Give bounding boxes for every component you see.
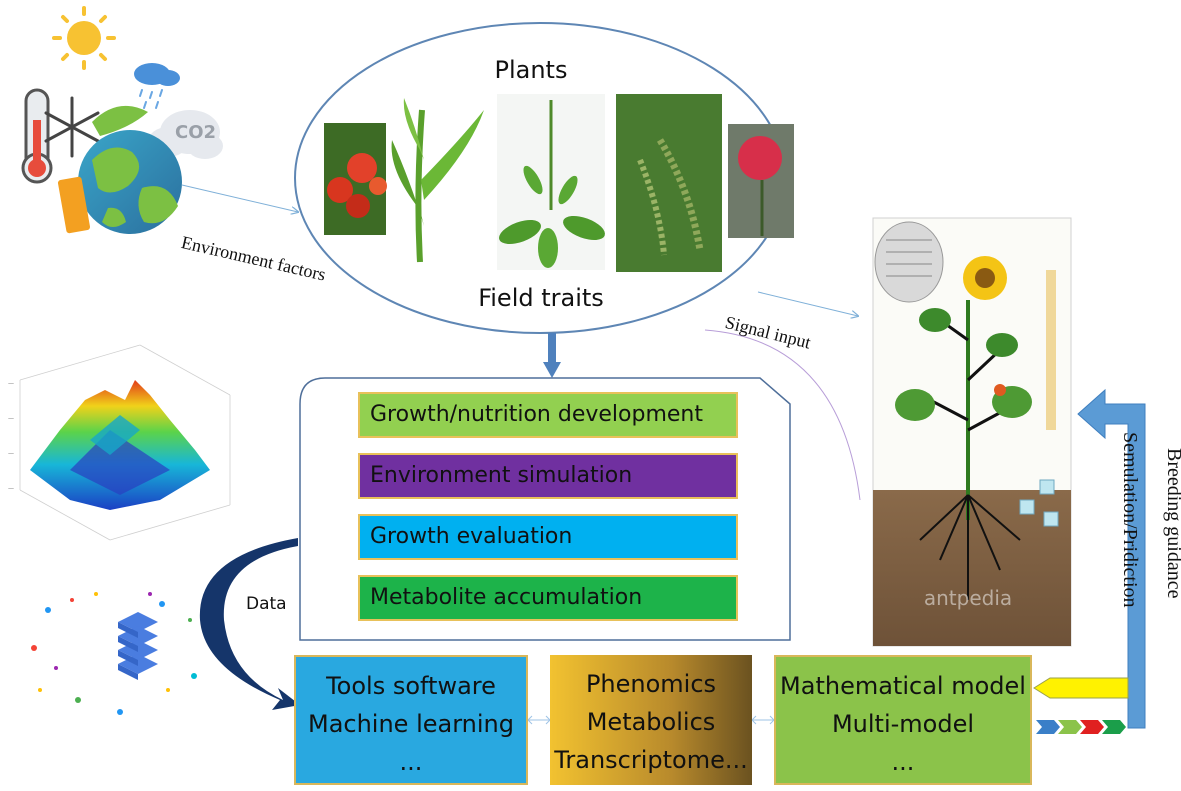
breeding-guidance-label: Breeding guidance xyxy=(1163,448,1181,599)
svg-text:—: — xyxy=(8,415,14,422)
breeding-guidance-arrow xyxy=(1077,388,1146,729)
server-stack-icon xyxy=(31,592,197,715)
model-line-3: ... xyxy=(891,748,915,776)
environment-arrow xyxy=(181,184,298,212)
omics-line-1: Phenomics xyxy=(585,670,717,698)
module-metabolite-accumulation: Metabolite accumulation xyxy=(358,575,738,621)
data-label: Data xyxy=(246,594,287,614)
signal-input-arrow xyxy=(757,291,858,316)
earth-globe-icon xyxy=(57,105,182,234)
module-growth-evaluation: Growth evaluation xyxy=(358,514,738,560)
omics-line-3: Transcriptome... xyxy=(554,746,748,774)
chevron-strip xyxy=(1036,720,1126,734)
data-arrow xyxy=(199,538,300,710)
simulation-label: Semulation/Pridiction xyxy=(1119,432,1141,608)
svg-text:—: — xyxy=(8,485,14,492)
maize-seedling-photo xyxy=(391,98,484,263)
tools-line-3: ... xyxy=(399,748,423,776)
model-box: Mathematical model Multi-model ... xyxy=(774,655,1032,785)
infographic-watermark: antpedia xyxy=(924,586,1012,610)
snowflake-icon xyxy=(44,96,100,158)
omics-line-2: Metabolics xyxy=(586,708,716,736)
tomato-photo xyxy=(324,123,387,235)
svg-text:—: — xyxy=(8,450,14,457)
arabidopsis-photo xyxy=(497,94,605,270)
plant-signaling-infographic: antpedia xyxy=(872,217,1072,647)
tools-box: Tools software Machine learning ... xyxy=(294,655,528,785)
module-metabolite-accumulation-label: Metabolite accumulation xyxy=(370,585,643,610)
module-environment-simulation: Environment simulation xyxy=(358,453,738,499)
sun-icon xyxy=(52,6,116,70)
model-line-1: Mathematical model xyxy=(780,672,1026,700)
field-traits-label: Field traits xyxy=(478,284,604,312)
down-arrow xyxy=(543,333,561,378)
tools-line-1: Tools software xyxy=(326,672,496,700)
module-growth-nutrition: Growth/nutrition development xyxy=(358,392,738,438)
module-panel xyxy=(299,377,791,641)
plants-title: Plants xyxy=(495,56,568,84)
model-line-2: Multi-model xyxy=(831,710,975,738)
module-growth-evaluation-label: Growth evaluation xyxy=(370,524,573,549)
svg-text:—: — xyxy=(8,380,14,387)
rain-cloud-icon xyxy=(134,63,180,109)
3d-surface-plot: — — — — xyxy=(8,344,231,541)
tools-line-2: Machine learning xyxy=(307,710,514,738)
signal-curve xyxy=(704,329,861,501)
co2-label: CO2 xyxy=(175,122,216,143)
thermometer-icon xyxy=(21,88,53,184)
yellow-arrow xyxy=(1033,677,1129,699)
red-berry-photo xyxy=(728,124,794,238)
millet-photo xyxy=(616,94,722,272)
module-environment-simulation-label: Environment simulation xyxy=(370,463,633,488)
module-growth-nutrition-label: Growth/nutrition development xyxy=(370,402,703,427)
omics-box: Phenomics Metabolics Transcriptome... xyxy=(550,655,752,785)
